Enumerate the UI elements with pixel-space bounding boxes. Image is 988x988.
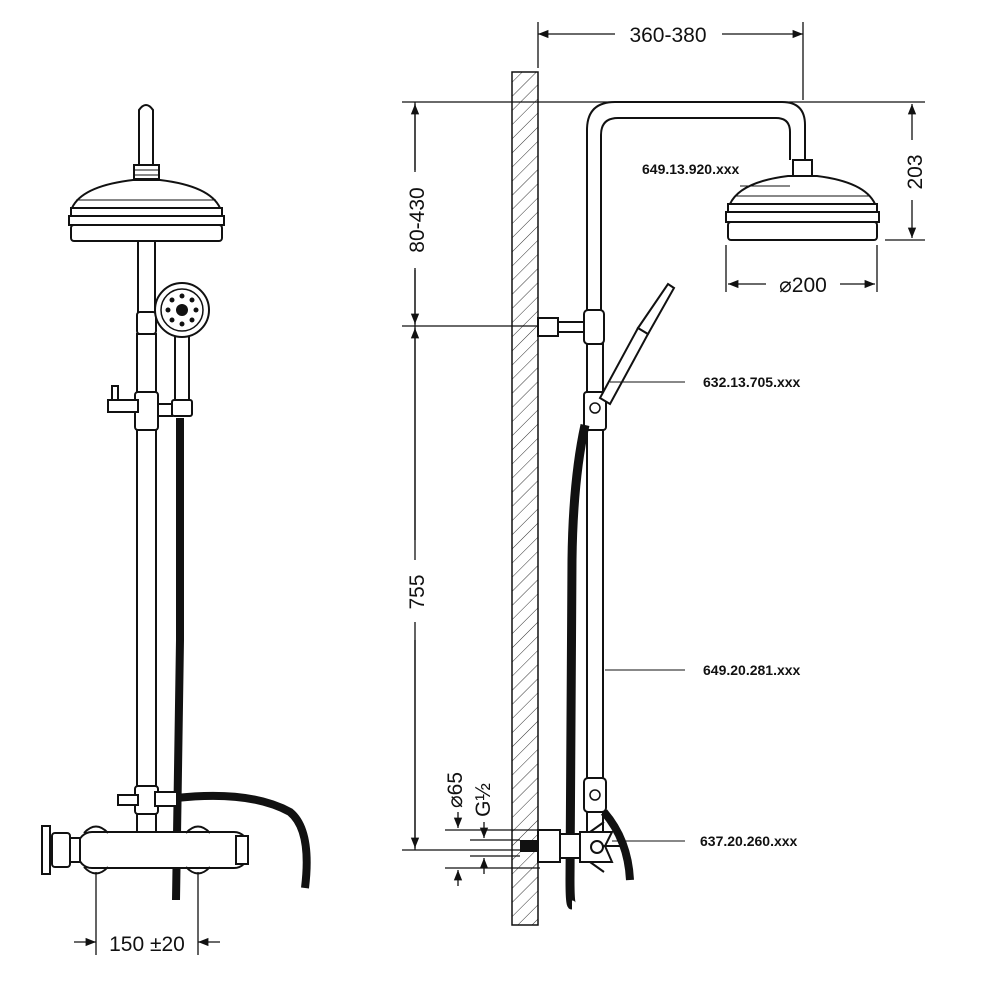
head-diameter-label: ⌀200	[779, 274, 827, 297]
part-thermostatic-bar: 637.20.260.xxx	[700, 833, 798, 849]
bar-spacing-label: 150 ±20	[109, 933, 185, 956]
head-drop-label: 80-430	[406, 187, 429, 252]
head-diameter-dimension: ⌀200	[725, 245, 878, 297]
side-hose	[565, 424, 634, 910]
side-riser-arm	[586, 101, 806, 312]
flange-dimension: ⌀65 G½	[444, 772, 540, 886]
side-wall-bracket	[537, 309, 605, 345]
flange-diameter-label: ⌀65	[444, 772, 467, 808]
side-shower-head	[725, 175, 880, 241]
front-view: 150 ±20	[41, 104, 311, 956]
bar-spacing-dimension: 150 ±20	[74, 872, 220, 956]
side-hand-shower	[598, 282, 676, 406]
front-lower-valve	[117, 791, 178, 807]
front-hose	[172, 418, 311, 901]
part-shower-head: 649.13.920.xxx	[642, 161, 740, 177]
part-callouts: 649.13.920.xxx 632.13.705.xxx 649.20.281…	[605, 161, 801, 849]
arm-reach-dimension: 360-380	[537, 22, 804, 100]
head-height-label: 203	[904, 154, 927, 189]
front-thermostatic-bar	[41, 825, 249, 875]
part-hand-shower-holder: 632.13.705.xxx	[703, 374, 801, 390]
side-view: 360-380 80-430 755 203	[402, 22, 927, 926]
part-riser-rail: 649.20.281.xxx	[703, 662, 801, 678]
front-diverter-handle	[107, 385, 173, 417]
wall-section	[511, 71, 539, 926]
front-shower-head	[68, 179, 225, 242]
riser-length-label: 755	[406, 574, 429, 609]
front-top-pipe	[138, 104, 154, 165]
thread-label: G½	[472, 783, 495, 817]
arm-reach-label: 360-380	[629, 24, 706, 47]
front-hand-shower	[154, 282, 210, 417]
side-thermostatic-bar	[520, 821, 626, 873]
vertical-dimensions: 80-430 755	[402, 102, 540, 851]
head-height-dimension: 203	[885, 104, 927, 241]
front-head-nut	[133, 164, 160, 180]
side-lower-riser	[583, 343, 607, 833]
front-riser	[134, 240, 159, 833]
side-head-nut	[792, 159, 813, 177]
